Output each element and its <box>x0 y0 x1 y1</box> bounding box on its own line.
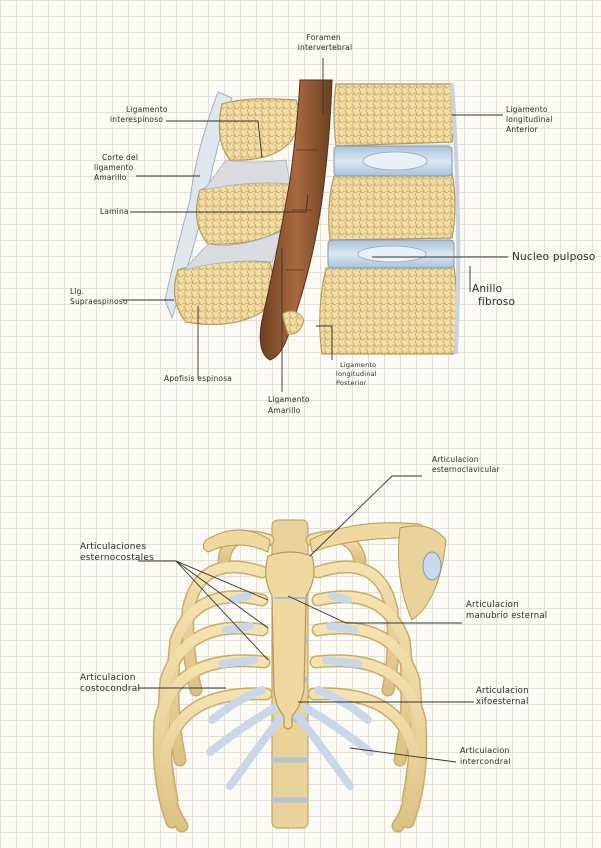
label-corte-3: Amarillo <box>94 173 127 182</box>
label-interespinoso-1: Ligamento <box>126 105 168 114</box>
thorax-diagram <box>152 519 447 833</box>
label-anillo-1: Anillo <box>472 283 502 295</box>
svg-text:Articulacion intercondra: Articulacion intercondral <box>460 746 512 766</box>
svg-text:Ligamento Amarillo: Ligamento Amarillo <box>268 395 312 415</box>
label-lig-amarillo-1: Ligamento <box>268 395 310 404</box>
svg-text:Ligamento longitudinal: Ligamento longitudinal Posterior <box>336 361 379 387</box>
label-long-post-2: longitudinal <box>336 370 377 378</box>
svg-text:Ligamento interespinoso: Ligamento interespinoso <box>110 105 170 124</box>
label-xifoesternal-2: xifoesternal <box>476 697 529 707</box>
label-long-ant-1: Ligamento <box>506 105 548 114</box>
label-supraespinoso-2: Supraespinoso <box>70 297 128 306</box>
humeral-head <box>422 551 442 581</box>
label-intercondral-1: Articulacion <box>460 746 510 755</box>
vertebral-bodies <box>319 83 458 355</box>
label-lamina: Lamina <box>100 207 129 216</box>
costal-cartilages <box>206 592 374 790</box>
intervertebral-discs <box>327 145 455 269</box>
label-foramen-1: Foramen <box>307 33 341 42</box>
label-esternocostales-1: Articulaciones <box>80 542 146 552</box>
label-long-post-1: Ligamento <box>340 361 376 369</box>
svg-text:Articulaciones esternoco: Articulaciones esternocostales <box>80 542 154 563</box>
svg-text:Articulacion xifoesterna: Articulacion xifoesternal <box>476 686 532 707</box>
label-esternoclavicular-1: Articulacion <box>432 455 479 464</box>
scapula-right <box>398 525 447 621</box>
label-apofisis: Apofisis espinosa <box>164 374 232 383</box>
label-manubrioesternal-1: Articulacion <box>466 600 519 610</box>
label-interespinoso-2: interespinoso <box>110 115 163 124</box>
label-intercondral-2: intercondral <box>460 757 511 766</box>
clavicle-left <box>202 529 271 553</box>
label-corte-2: ligamento <box>94 163 134 172</box>
label-manubrioesternal-2: manubrio esternal <box>466 611 547 621</box>
ribs-left-inner <box>154 531 273 831</box>
svg-text:Ligamento longitudinal: Ligamento longitudinal Anterior <box>506 105 555 134</box>
label-anillo-2: fibroso <box>478 296 515 308</box>
svg-text:Nucleo pulposo: Nucleo pulposo <box>512 251 595 263</box>
label-corte-1: Corte del <box>102 153 138 162</box>
label-esternocostales-2: esternocostales <box>80 553 154 563</box>
label-supraespinoso-1: Lig. <box>70 287 84 296</box>
label-esternoclavicular-2: esternoclavicular <box>432 465 500 474</box>
label-nucleo: Nucleo pulposo <box>512 251 595 263</box>
spine-leaders <box>122 58 508 392</box>
label-long-ant-2: longitudinal <box>506 115 553 124</box>
spine-diagram <box>164 79 461 361</box>
svg-text:Articulacion costocondra: Articulacion costocondral <box>80 673 140 694</box>
label-long-post-3: Posterior <box>336 379 367 387</box>
svg-text:Lamina: Lamina <box>100 207 129 216</box>
label-long-ant-3: Anterior <box>506 125 539 134</box>
spine-labels: Foramen intervertebral Ligamento interes… <box>70 33 595 415</box>
svg-text:Articulacion esternoclav: Articulacion esternoclavicular <box>432 455 500 474</box>
label-costocondral-2: costocondral <box>80 684 140 694</box>
svg-text:Apofisis espinosa: Apofisis espinosa <box>164 374 232 383</box>
svg-text:Corte del ligamento: Corte del ligamento Amarillo <box>94 153 141 182</box>
anterior-longitudinal-ligament <box>450 83 461 355</box>
label-xifoesternal-1: Articulacion <box>476 686 529 696</box>
label-lig-amarillo-2: Amarillo <box>268 406 301 415</box>
svg-text:Articulacion manubrio es: Articulacion manubrio esternal <box>466 600 547 621</box>
svg-text:Foramen intervertebral: Foramen intervertebral <box>298 33 353 52</box>
pedicle-stub <box>281 310 305 335</box>
svg-text:Lig. Supraespinoso: Lig. Supraespinoso <box>70 287 128 306</box>
svg-text:Anillo fibroso: Anillo fibroso <box>472 283 515 308</box>
label-foramen-2: intervertebral <box>298 43 353 52</box>
thorax-labels: Articulacion esternoclavicular Articulac… <box>80 455 547 766</box>
sternum <box>265 551 315 730</box>
thorax-leaders <box>138 475 474 763</box>
label-costocondral-1: Articulacion <box>80 673 136 683</box>
